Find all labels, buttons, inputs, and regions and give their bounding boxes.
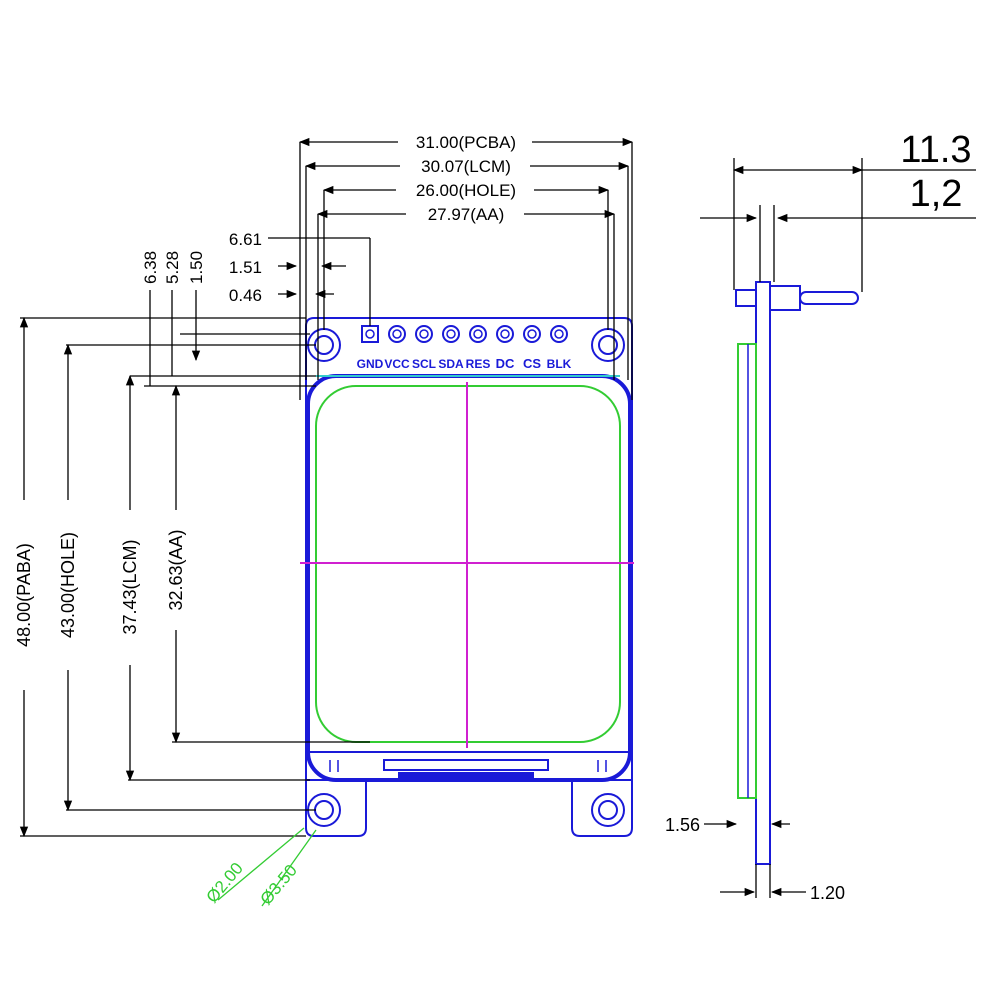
pin-pad-inner-scl <box>419 329 429 339</box>
dim-top-rot-1: 6.38 <box>141 251 160 284</box>
pin-pad-inner-res <box>473 329 483 339</box>
lcm-outline <box>306 374 632 782</box>
vertical-dimensions <box>19 316 370 838</box>
dim-total-thickness: 11.3 <box>900 129 971 171</box>
dim-pcba-width: 31.00(PCBA) <box>416 133 516 152</box>
pin-label-sda: SDA <box>438 357 464 371</box>
pin-pad-inner-sda <box>446 329 456 339</box>
pin-label-gnd: GND <box>357 357 384 371</box>
dim-top-rot-2: 5.28 <box>163 251 182 284</box>
pin-pad-dc <box>496 325 514 343</box>
dim-top-rot-3: 1.50 <box>187 251 206 284</box>
dim-hole-width: 26.00(HOLE) <box>416 181 516 200</box>
pin-label-res: RES <box>466 357 491 371</box>
pin-pad-inner-blk <box>554 329 564 339</box>
pcb-outline <box>305 317 633 837</box>
dim-aa-offset: 1.51 <box>229 258 262 277</box>
pin-pad-res <box>469 325 487 343</box>
dim-pcb-thickness: 1,2 <box>910 173 963 215</box>
dim-aa-width: 27.97(AA) <box>428 205 505 224</box>
pin-pad-cs <box>523 325 541 343</box>
pin-pad-sda <box>442 325 460 343</box>
pin-label-blk: BLK <box>547 357 572 371</box>
pin-label-vcc: VCC <box>384 357 410 371</box>
pin-pad-vcc <box>388 325 406 343</box>
dim-bottom-thickness: 1.20 <box>810 883 845 903</box>
flex-connector <box>383 759 549 771</box>
pin-label-cs: CS <box>523 356 541 371</box>
dim-hole-diameter-inner: Ø2.00 <box>203 859 247 907</box>
mounting-hole-top-right <box>591 328 625 362</box>
flex-cable <box>398 772 534 782</box>
pin-pad-blk <box>550 325 568 343</box>
pin-pad-scl <box>415 325 433 343</box>
dim-lcm-offset: 0.46 <box>229 286 262 305</box>
dim-paba-height: 48.00(PABA) <box>14 543 34 647</box>
pin-pad-inner-dc <box>500 329 510 339</box>
side-view: 11.3 1,2 1.56 1.20 <box>665 129 976 903</box>
side-glass <box>737 343 757 799</box>
dim-pin-offset: 6.61 <box>229 230 262 249</box>
pin-label-dc: DC <box>496 356 515 371</box>
horizontal-dimensions <box>298 137 634 400</box>
pin-pad-inner-vcc <box>392 329 402 339</box>
dim-lcm-height: 37.43(LCM) <box>120 539 140 634</box>
dim-aa-height: 32.63(AA) <box>166 529 186 610</box>
pin-pad-inner-cs <box>527 329 537 339</box>
pin-label-scl: SCL <box>412 357 436 371</box>
pin-1-square-pad <box>361 325 379 343</box>
side-pin <box>735 285 859 311</box>
dim-lcm-width: 30.07(LCM) <box>421 157 511 176</box>
dim-glass-thickness: 1.56 <box>665 815 700 835</box>
side-pcb <box>755 281 771 865</box>
dim-hole-height: 43.00(HOLE) <box>58 532 78 638</box>
dim-hole-diameter-outer: Ø3.50 <box>257 861 301 909</box>
mounting-hole-bottom-right <box>591 793 625 827</box>
